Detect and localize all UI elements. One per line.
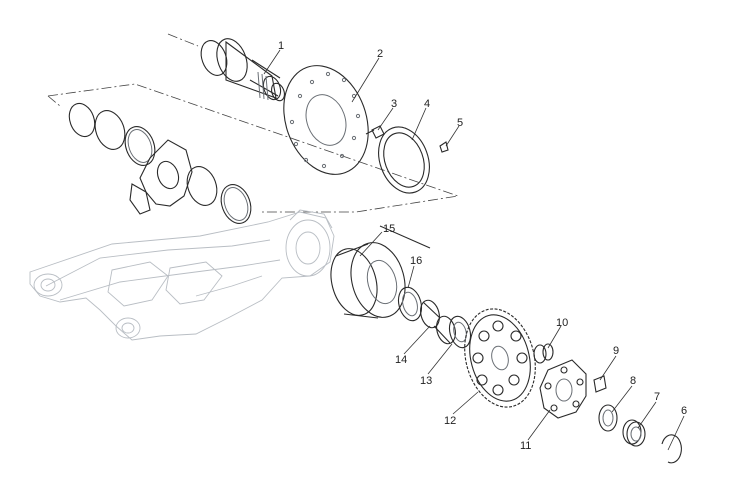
hub-carrier — [330, 242, 406, 319]
callout-16: 16 — [410, 255, 422, 267]
callout-6: 6 — [681, 405, 687, 417]
callout-3: 3 — [391, 98, 397, 110]
callout-1: 1 — [278, 40, 284, 52]
part-8-spacer — [598, 404, 618, 432]
part-12-sprocket — [464, 308, 536, 408]
part-9-stud — [593, 375, 607, 393]
part-4-tone-ring — [378, 126, 430, 194]
callout-labels: 1 2 3 4 5 6 7 8 9 10 11 12 13 14 15 16 — [278, 40, 687, 452]
callout-7: 7 — [654, 391, 660, 403]
part-16-seal — [397, 286, 423, 322]
part-15-pin — [379, 225, 431, 249]
callout-2: 2 — [377, 48, 383, 60]
circlip-and-seal-group — [68, 102, 252, 224]
part-11-sprocket-flange — [539, 359, 587, 419]
swingarm — [29, 209, 335, 341]
part-7-bearing — [622, 419, 646, 447]
callout-10: 10 — [556, 317, 568, 329]
callout-14: 14 — [395, 354, 407, 366]
part-13-bearing — [448, 315, 472, 349]
callout-12: 12 — [444, 415, 456, 427]
part-1-hub-shaft — [200, 38, 285, 102]
callout-15: 15 — [383, 223, 395, 235]
part-6-circlip — [661, 434, 682, 464]
part-10-nut — [533, 343, 554, 364]
callout-13: 13 — [420, 375, 432, 387]
part-5-screw — [439, 141, 449, 153]
callout-8: 8 — [630, 375, 636, 387]
part-14-spacer — [420, 299, 456, 345]
assembly-guide-lines — [47, 33, 459, 213]
callout-5: 5 — [457, 117, 463, 129]
leader-lines — [263, 49, 685, 451]
callout-4: 4 — [424, 98, 430, 110]
callout-9: 9 — [613, 345, 619, 357]
callout-11: 11 — [520, 440, 531, 452]
part-2-brake-disc — [283, 65, 369, 175]
